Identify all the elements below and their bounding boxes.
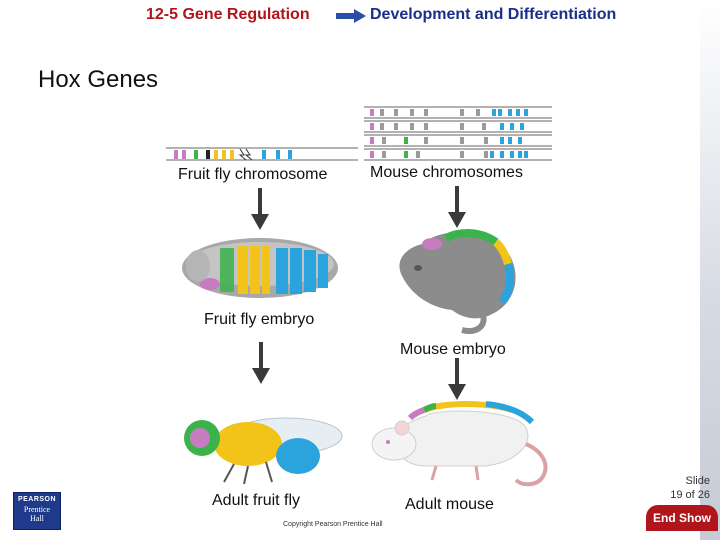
down-arrow-icon (252, 342, 270, 384)
mouse-embryo-image (399, 229, 516, 334)
down-arrow-icon (251, 188, 269, 230)
right-arrow-icon (336, 9, 366, 23)
adult-mouse-image (371, 401, 548, 487)
slide-number-line1: Slide (685, 475, 710, 487)
mouse-chromosomes (364, 106, 552, 161)
end-show-button[interactable]: End Show (646, 505, 718, 531)
fruit-fly-chromosome-label: Fruit fly chromosome (178, 166, 328, 183)
fruit-fly-embryo-label: Fruit fly embryo (204, 311, 315, 328)
slide-title: Hox Genes (38, 66, 159, 93)
mouse-embryo-label: Mouse embryo (400, 341, 506, 358)
down-arrow-icon (448, 186, 466, 228)
adult-mouse-label: Adult mouse (405, 496, 494, 513)
topic-title: Development and Differentiation (370, 6, 617, 23)
slide-side-bar (700, 0, 720, 540)
fruit-fly-embryo-image (182, 238, 338, 298)
slide-number-line2: 19 of 26 (670, 489, 710, 501)
copyright-text: Copyright Pearson Prentice Hall (283, 521, 383, 528)
pearson-logo-text: PEARSON (17, 496, 57, 503)
prentice-logo-text: Prentice (23, 505, 51, 514)
fruit-fly-chromosome (166, 147, 358, 161)
hall-logo-text: Hall (30, 514, 44, 523)
slide-number: Slide 19 of 26 (656, 474, 710, 502)
adult-fruit-fly-label: Adult fruit fly (212, 492, 301, 509)
mouse-chromosomes-label: Mouse chromosomes (370, 164, 523, 181)
pearson-logo: PEARSON Prentice Hall (13, 492, 61, 530)
adult-fruit-fly-image (184, 417, 343, 484)
down-arrow-icon (448, 358, 466, 400)
section-title: 12-5 Gene Regulation (146, 6, 310, 23)
